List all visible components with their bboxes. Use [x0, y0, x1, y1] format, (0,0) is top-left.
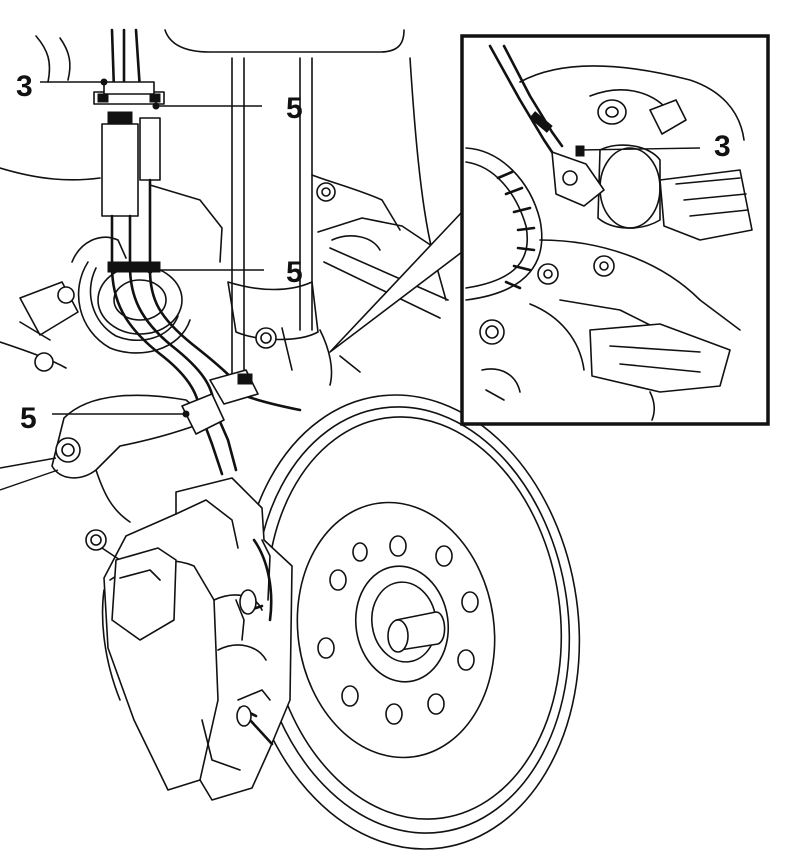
callout-3-inset: 3 — [714, 130, 731, 163]
abs-tone-ring — [496, 170, 536, 290]
callout-5-center: 5 — [286, 256, 303, 289]
detail-inset — [460, 34, 770, 426]
wheel-speed-sensor — [551, 151, 605, 207]
bolt-holes — [317, 535, 479, 725]
callout-3-top-left: 3 — [16, 70, 33, 103]
brake-caliper — [85, 477, 293, 801]
callout-leaders — [40, 78, 264, 418]
hose-sleeve — [101, 123, 139, 217]
hose-clip — [181, 393, 225, 435]
callout-5-upper: 5 — [286, 92, 303, 125]
callout-5-lower-left: 5 — [20, 402, 37, 435]
inset-pointer — [329, 211, 463, 353]
brake-disc — [239, 394, 581, 850]
brake-hose-and-sensor-cable — [93, 28, 302, 476]
